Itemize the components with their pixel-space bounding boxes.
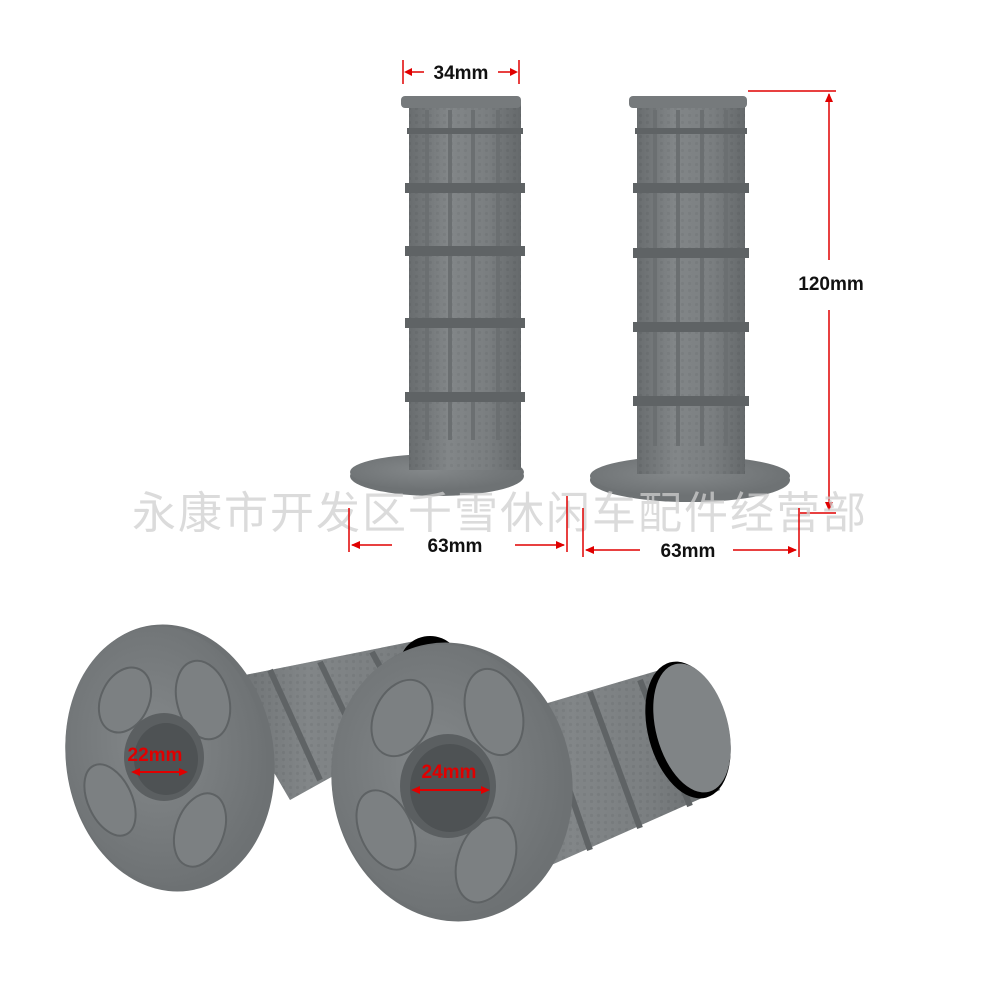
grip-upright-right: [590, 96, 790, 502]
dimension-inner-right: 24mm: [411, 762, 490, 794]
inner-left-label: 22mm: [128, 745, 183, 766]
dimension-flange-left: 63mm: [348, 496, 568, 557]
flange-right-label: 63mm: [661, 541, 716, 562]
watermark-text: 永康市开发区千雪休闲车配件经营部: [132, 488, 868, 539]
flange-left-label: 63mm: [428, 536, 483, 557]
dimension-flange-right: 63mm: [582, 508, 800, 562]
dimension-top-width: 34mm: [402, 60, 520, 84]
height-label: 120mm: [798, 274, 864, 295]
dimension-inner-left: 22mm: [128, 745, 188, 776]
dimension-height: 120mm: [748, 90, 864, 514]
grip-lying-right: [331, 642, 731, 922]
grip-upright-left: [350, 96, 525, 496]
inner-right-label: 24mm: [422, 762, 477, 783]
top-width-label: 34mm: [434, 63, 489, 84]
